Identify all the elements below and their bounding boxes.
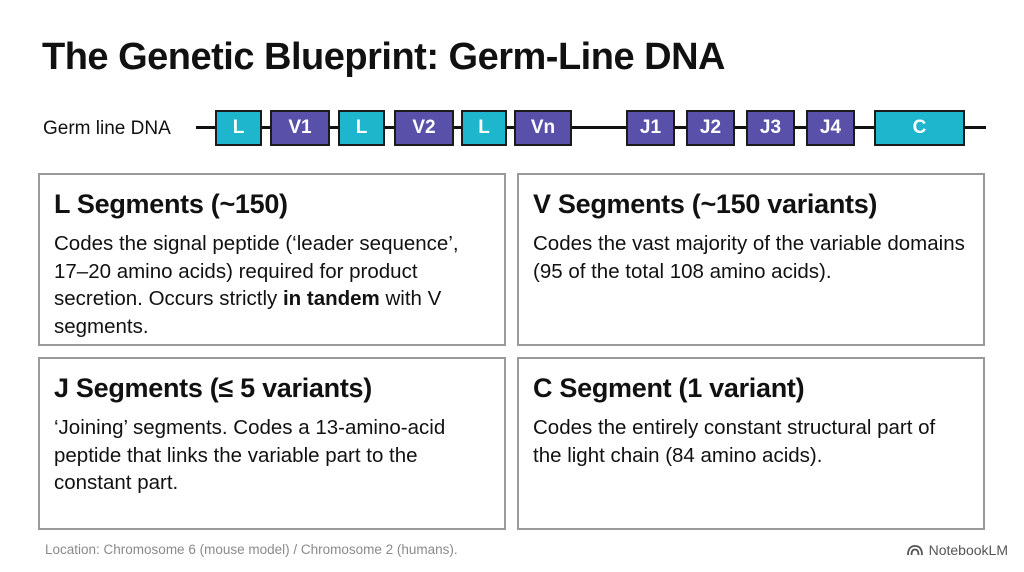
card-l-text-bold: in tandem: [282, 287, 380, 310]
card-l-heading: L Segments (~150): [54, 189, 288, 219]
location-footnote: Location: Chromosome 6 (mouse model) / C…: [45, 542, 458, 557]
card-c-heading: C Segment (1 variant): [533, 373, 805, 403]
card-c-text: Codes the entirely constant structural p…: [533, 416, 936, 467]
card-v-segments: V Segments (~150 variants) Codes the vas…: [517, 173, 985, 346]
card-c-segment: C Segment (1 variant) Codes the entirely…: [517, 357, 985, 530]
card-l-segments: L Segments (~150) Codes the signal pepti…: [38, 173, 506, 346]
card-v-heading: V Segments (~150 variants): [533, 189, 878, 219]
card-l-text-part-2: with V segments.: [54, 287, 442, 338]
card-l-text-part-1: Codes the signal peptide (‘leader sequen…: [54, 232, 459, 310]
segment-l-1: L: [215, 110, 262, 146]
card-j-text: ‘Joining’ segments. Codes a 13-amino-aci…: [54, 416, 446, 494]
segment-v1: V1: [270, 110, 330, 146]
notebooklm-logo-icon: [906, 545, 923, 556]
segment-l-2: L: [338, 110, 385, 146]
segment-j3: J3: [746, 110, 795, 146]
segment-j1: J1: [626, 110, 675, 146]
card-l-text: Codes the signal peptide (‘leader sequen…: [54, 230, 488, 340]
brand-name: NotebookLM: [928, 542, 1008, 558]
germ-line-dna-label: Germ line DNA: [43, 118, 171, 139]
segment-j4: J4: [806, 110, 855, 146]
segment-v2: V2: [394, 110, 454, 146]
card-j-heading: J Segments (≤ 5 variants): [54, 373, 372, 403]
card-j-segments: J Segments (≤ 5 variants) ‘Joining’ segm…: [38, 357, 506, 530]
brand-watermark: NotebookLM: [906, 542, 1008, 558]
dna-strand-line: [196, 126, 986, 129]
segment-vn: Vn: [514, 110, 572, 146]
card-v-text: Codes the vast majority of the variable …: [533, 232, 965, 283]
page-title: The Genetic Blueprint: Germ-Line DNA: [42, 36, 725, 78]
segment-l-3: L: [461, 110, 507, 146]
segment-j2: J2: [686, 110, 735, 146]
segment-c: C: [874, 110, 965, 146]
